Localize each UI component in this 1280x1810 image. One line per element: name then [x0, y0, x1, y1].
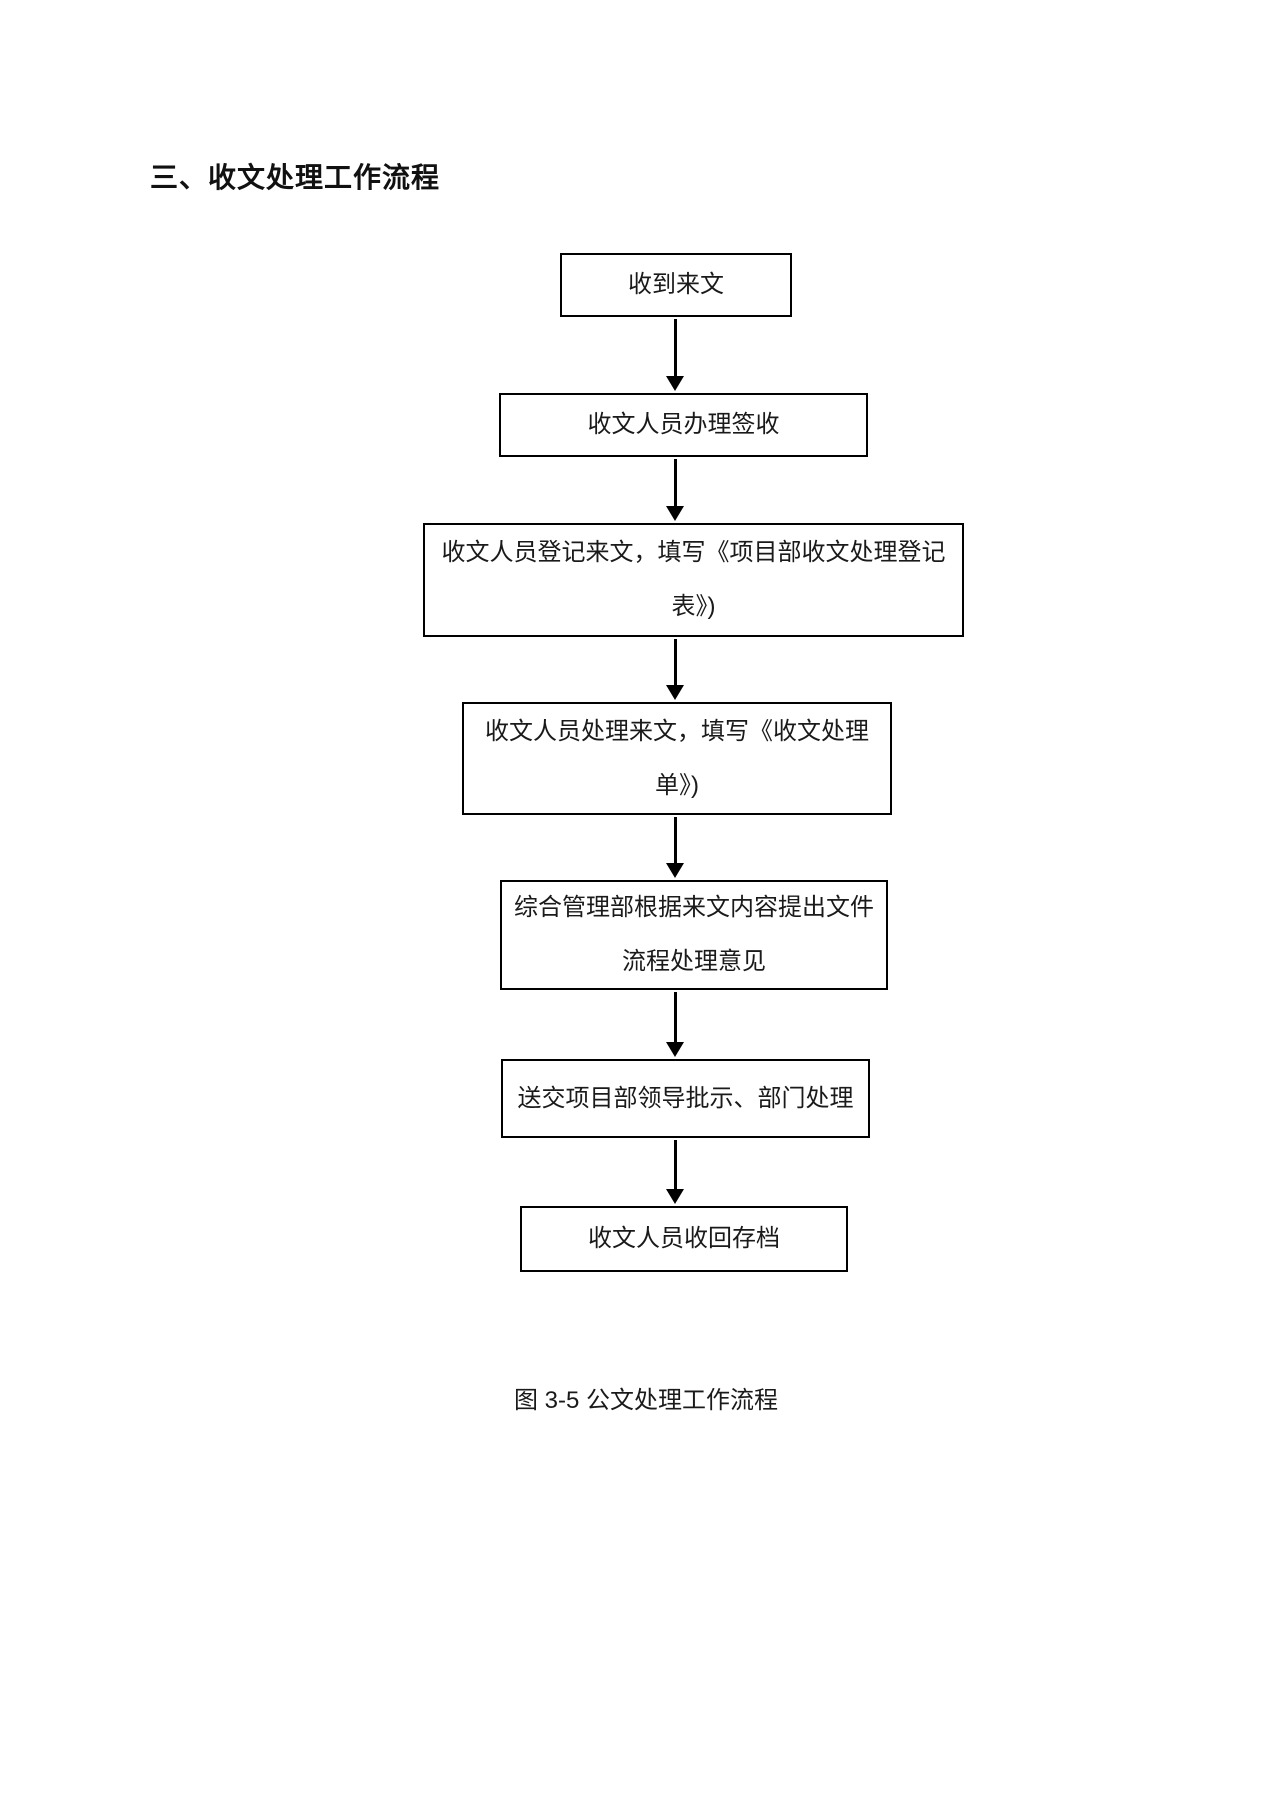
flow-node-submit-to-leaders-departments: 送交项目部领导批示、部门处理 [501, 1059, 870, 1138]
section-heading: 三、收文处理工作流程 [150, 162, 441, 193]
flow-node-sign-for-receipt: 收文人员办理签收 [499, 393, 868, 457]
flow-node-process-document: 收文人员处理来文，填写《收文处理 单》) [462, 702, 892, 815]
flow-arrow-5 [666, 992, 684, 1057]
flow-node-register-document: 收文人员登记来文，填写《项目部收文处理登记 表》) [423, 523, 964, 637]
flow-node-propose-handling-opinion: 综合管理部根据来文内容提出文件 流程处理意见 [500, 880, 888, 990]
flow-arrow-1 [666, 319, 684, 391]
flow-arrow-3 [666, 639, 684, 700]
figure-caption: 图 3-5 公文处理工作流程 [513, 1387, 779, 1414]
flow-arrow-4 [666, 817, 684, 878]
flow-node-retrieve-and-archive: 收文人员收回存档 [520, 1206, 848, 1272]
flow-node-receive-document: 收到来文 [560, 253, 792, 317]
flow-arrow-6 [666, 1140, 684, 1204]
flow-arrow-2 [666, 459, 684, 521]
